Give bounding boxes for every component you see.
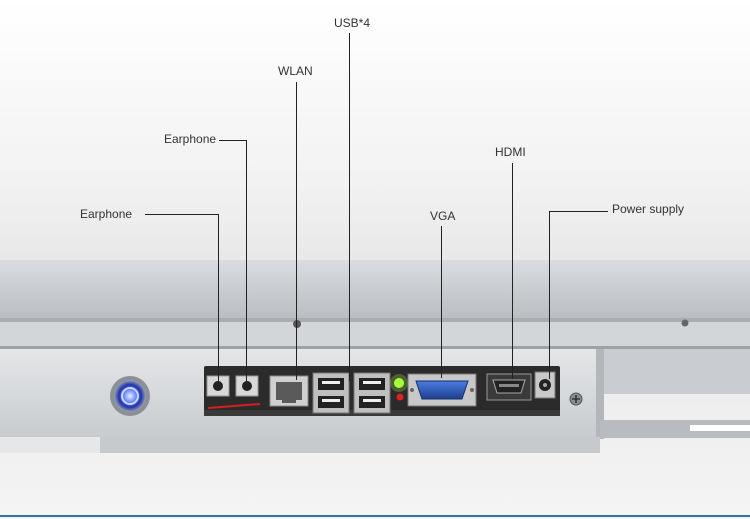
power-button-icon [114,380,146,412]
screw-icon [293,320,301,328]
label-earphone-upper: Earphone [164,132,217,146]
callout-earphone-lower-v [218,214,219,382]
callout-wlan-line [296,82,297,380]
callout-earphone-upper-v [246,140,247,382]
label-power-supply: Power supply [612,202,685,216]
bottom-accent-rule [0,515,750,517]
label-vga: VGA [430,209,456,223]
callout-hdmi-line [512,163,513,379]
label-earphone-lower: Earphone [80,207,133,221]
callout-vga-line [441,226,442,378]
callout-power-h [549,211,608,212]
label-wlan: WLAN [278,64,313,78]
callout-usb-line [349,33,350,381]
callout-power-v [549,211,550,379]
led-red [396,393,404,401]
led-green [394,378,404,388]
callout-earphone-lower-h [145,214,218,215]
label-usb: USB*4 [334,16,371,30]
device-upper-panel [0,260,750,320]
label-hdmi: HDMI [495,145,526,159]
callout-earphone-upper-h [219,140,246,141]
